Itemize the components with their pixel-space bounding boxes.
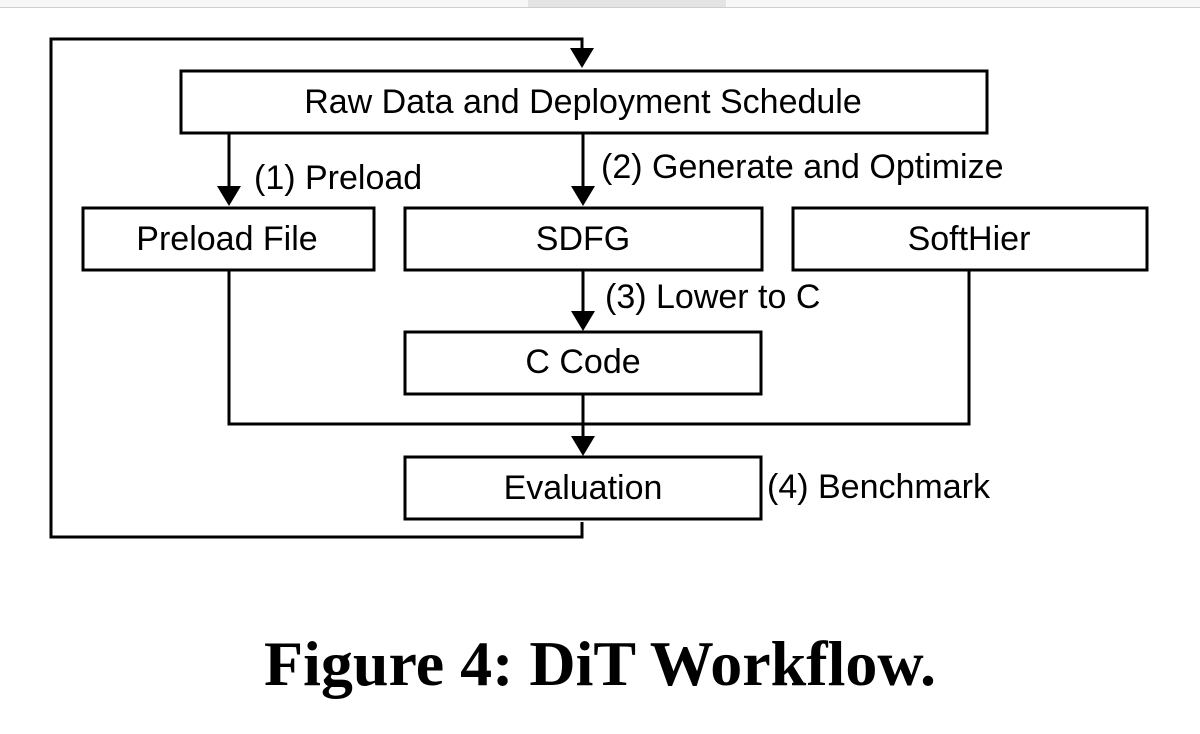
raw-data-label: Raw Data and Deployment Schedule <box>304 83 862 121</box>
evaluation-box: Evaluation <box>403 455 763 521</box>
feedback-arrowhead <box>570 48 594 68</box>
softhier-label: SoftHier <box>908 220 1031 258</box>
generate-arrowhead <box>571 186 595 206</box>
merge-lines <box>227 271 971 440</box>
lower-edge-label: (3) Lower to C <box>605 278 820 316</box>
workflow-diagram: Raw Data and Deployment Schedule Preload… <box>49 37 1149 539</box>
c-code-box: C Code <box>403 330 763 396</box>
c-code-label: C Code <box>525 343 640 381</box>
preload-arrowhead <box>217 186 241 206</box>
preload-file-box: Preload File <box>81 206 376 272</box>
softhier-box: SoftHier <box>791 206 1149 272</box>
evaluation-label: Evaluation <box>504 469 663 507</box>
browser-tab-highlight <box>528 0 726 7</box>
figure-caption: Figure 4: DiT Workflow. <box>263 628 937 699</box>
browser-top-edge <box>0 0 1200 8</box>
benchmark-edge-label: (4) Benchmark <box>767 468 991 506</box>
raw-data-box: Raw Data and Deployment Schedule <box>179 69 989 135</box>
sdfg-label: SDFG <box>536 220 630 258</box>
sdfg-box: SDFG <box>403 206 764 272</box>
preload-file-label: Preload File <box>136 220 317 258</box>
lower-arrowhead <box>571 311 595 331</box>
preload-edge-label: (1) Preload <box>254 159 422 197</box>
generate-edge-label: (2) Generate and Optimize <box>601 148 1004 186</box>
merge-arrowhead <box>571 436 595 456</box>
feedback-loop-line <box>49 37 584 539</box>
